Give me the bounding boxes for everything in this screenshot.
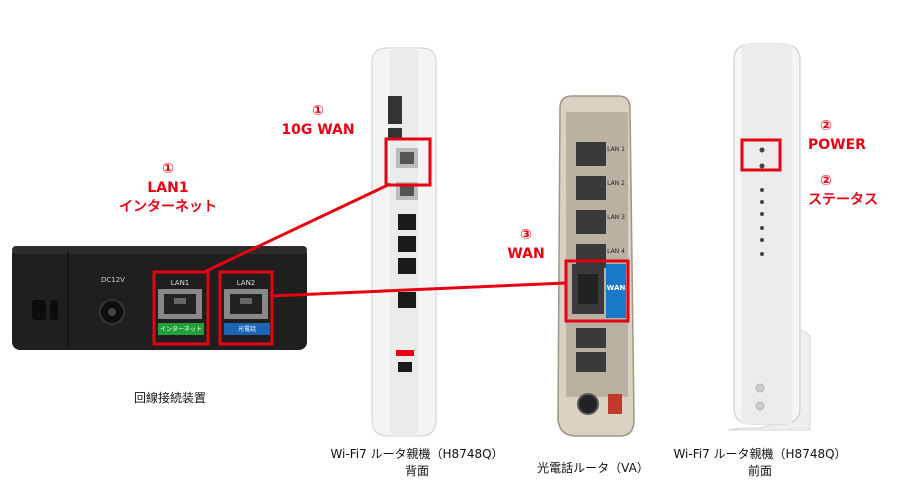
caption-line: 前面 <box>747 464 772 478</box>
callout-text: POWER <box>808 137 866 153</box>
caption-va: 光電話ルータ（VA） <box>537 461 649 475</box>
callout-10g-wan: ① 10G WAN <box>268 102 368 140</box>
caption-line: Wi-Fi7 ルータ親機（H8748Q） <box>330 447 504 461</box>
caption-router-back: Wi-Fi7 ルータ親機（H8748Q） 背面 <box>322 446 512 480</box>
va-lan1-label: LAN 1 <box>607 146 625 153</box>
caption-onu: 回線接続装置 <box>133 391 206 405</box>
callout-lan1-internet: ① LAN1 インターネット <box>108 160 228 217</box>
caption-line: 背面 <box>404 464 429 478</box>
onu-device <box>12 246 307 350</box>
va-device <box>557 95 635 437</box>
highlight-10g-wan-port <box>384 137 432 187</box>
callout-status: ② ステータス <box>808 172 894 210</box>
onu-port2-tag: 光電話 <box>237 326 256 333</box>
onu-dc-label: DC12V <box>101 276 125 284</box>
va-wan-tag: WAN <box>606 284 626 292</box>
onu-port2-label: LAN2 <box>236 279 256 287</box>
callout-number: ① <box>162 161 174 177</box>
callout-number: ③ <box>520 227 532 243</box>
callout-text: インターネット <box>119 199 217 215</box>
highlight-onu-lan1 <box>152 270 210 346</box>
cable-lan1-to-10g-wan <box>201 182 391 275</box>
callout-number: ② <box>820 118 832 134</box>
callout-text: LAN1 <box>147 180 189 196</box>
va-lan2-label: LAN 2 <box>607 180 625 187</box>
caption-line: Wi-Fi7 ルータ親機（H8748Q） <box>673 447 847 461</box>
callout-text: 10G WAN <box>281 122 355 138</box>
onu-port1-tag: インターネット <box>159 326 202 333</box>
callout-power: ② POWER <box>808 117 894 155</box>
callout-va-wan: ③ WAN <box>496 226 556 264</box>
highlight-onu-lan2 <box>218 270 274 346</box>
highlight-va-wan-port <box>564 259 630 323</box>
callout-text: ステータス <box>808 192 878 208</box>
caption-router-front: Wi-Fi7 ルータ親機（H8748Q） 前面 <box>665 446 855 480</box>
callout-number: ② <box>820 173 832 189</box>
va-lan3-label: LAN 3 <box>607 214 625 221</box>
router-back-device <box>371 47 437 437</box>
callout-text: WAN <box>507 246 545 262</box>
router-front-device <box>727 43 811 431</box>
highlight-power-status-leds <box>740 138 782 172</box>
cable-lan2-to-va-wan <box>269 281 567 298</box>
onu-port1-label: LAN1 <box>170 279 190 287</box>
va-lan4-label: LAN 4 <box>607 248 625 255</box>
callout-number: ① <box>312 103 324 119</box>
